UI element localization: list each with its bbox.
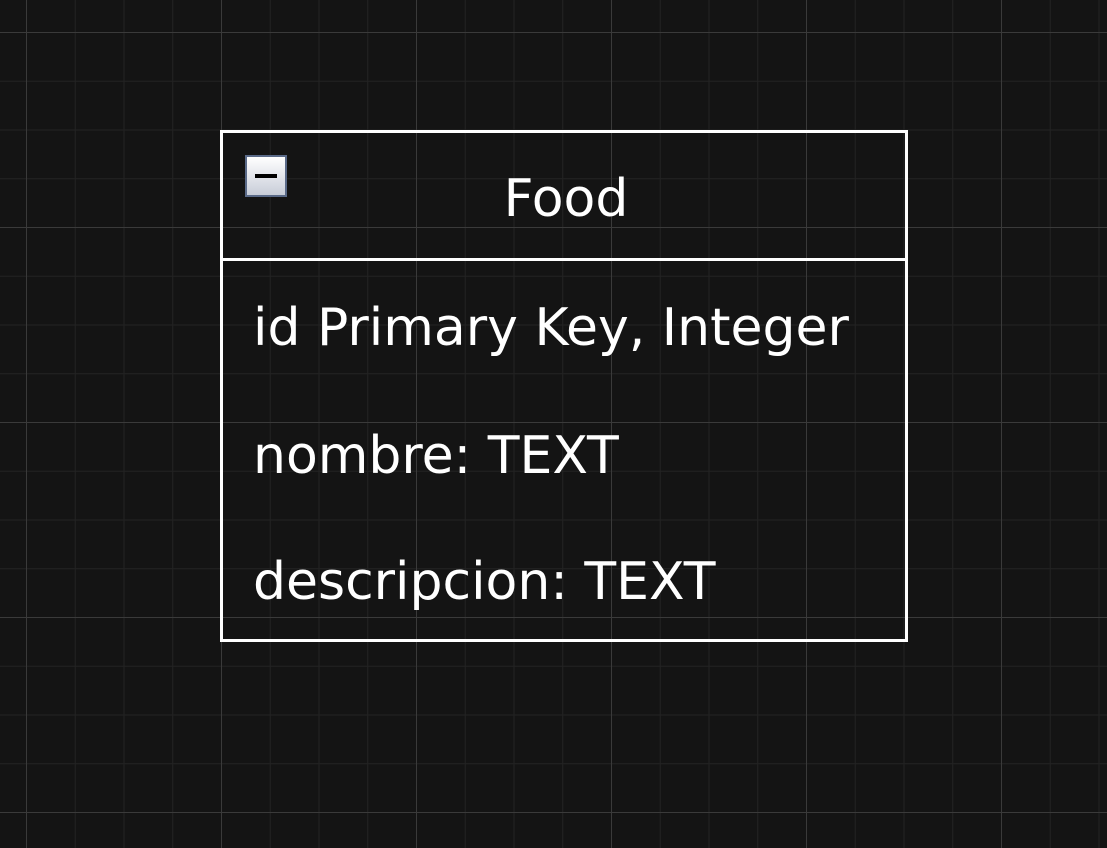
collapse-toggle-button[interactable] [245, 155, 287, 197]
entity-attributes: id Primary Key, Integer nombre: TEXT des… [223, 261, 905, 639]
attribute-descripcion[interactable]: descripcion: TEXT [253, 552, 716, 612]
minus-icon [255, 174, 277, 178]
entity-food[interactable]: Food id Primary Key, Integer nombre: TEX… [220, 130, 908, 642]
attribute-nombre[interactable]: nombre: TEXT [253, 426, 619, 486]
entity-title: Food [503, 169, 629, 229]
attribute-id[interactable]: id Primary Key, Integer [253, 298, 849, 358]
entity-header[interactable]: Food [223, 133, 905, 261]
